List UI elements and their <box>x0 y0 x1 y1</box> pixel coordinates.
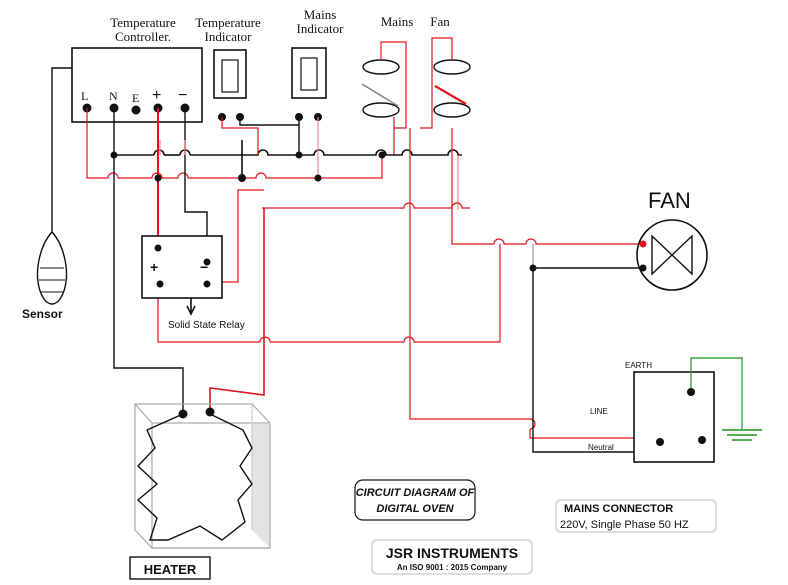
fan-switch: Fan <box>420 14 471 129</box>
fan-blades <box>651 234 693 276</box>
terminal-l-label: L <box>81 89 88 103</box>
mains-connector-spec: 220V, Single Phase 50 HZ <box>560 519 689 531</box>
sensor: Sensor <box>22 67 72 321</box>
fan-switch-lever <box>434 85 467 105</box>
heater-label: HEATER <box>144 562 197 577</box>
mains-indicator-label-line1: Mains <box>304 7 337 22</box>
mains-switch-label: Mains <box>381 14 414 29</box>
temp-indicator-label-line2: Indicator <box>205 29 253 44</box>
sensor-label: Sensor <box>22 307 63 321</box>
temperature-controller: Temperature Controller. L N E + − <box>71 15 203 123</box>
mains-connector-box <box>633 371 715 463</box>
heater-label-box <box>129 556 211 580</box>
fan-motor: FAN <box>636 188 708 291</box>
terminal-n-label: N <box>109 89 118 103</box>
diagram-title-line2: DIGITAL OVEN <box>376 503 454 515</box>
fan-switch-contact <box>433 102 471 118</box>
title-block: CIRCUIT DIAGRAM OF DIGITAL OVEN MAINS CO… <box>354 479 717 575</box>
earth-wire <box>690 357 743 430</box>
mains-indicator: Mains Indicator <box>291 7 345 121</box>
sensor-wire <box>51 67 72 232</box>
terminal-plus-label: + <box>152 87 161 104</box>
neutral-label: Neutral <box>588 443 614 452</box>
diagram-title-line1: CIRCUIT DIAGRAM OF <box>356 487 475 499</box>
terminal-minus-label: − <box>178 87 187 104</box>
line-label: LINE <box>590 407 608 416</box>
fan-switch-lamp <box>433 59 471 75</box>
mains-connector-spec-box <box>555 499 717 533</box>
solid-state-relay: + − Solid State Relay <box>141 235 245 331</box>
terminal-e <box>131 105 141 115</box>
diagram-title-box <box>354 479 476 521</box>
mains-connector-block: EARTH LINE Neutral <box>588 357 762 463</box>
mains-switch: Mains <box>361 14 414 155</box>
company-box <box>371 539 533 575</box>
controller-label-line2: Controller. <box>115 29 171 44</box>
company-tagline: An ISO 9001 : 2015 Company <box>397 563 508 572</box>
ssr-minus-label: − <box>200 259 208 275</box>
heater: HEATER <box>129 403 271 580</box>
company-name: JSR INSTRUMENTS <box>386 545 518 561</box>
earth-label: EARTH <box>625 361 652 370</box>
mains-switch-contact <box>362 102 400 118</box>
mains-switch-lamp <box>362 59 400 75</box>
mains-indicator-label-line2: Indicator <box>297 21 345 36</box>
mains-switch-lever <box>361 83 399 107</box>
wiring <box>86 108 701 453</box>
fan-label: FAN <box>648 188 691 213</box>
controller-label-line1: Temperature <box>110 15 176 30</box>
ssr-label: Solid State Relay <box>168 320 245 331</box>
terminal-e-label: E <box>132 91 139 105</box>
junctions <box>110 151 537 272</box>
heater-element <box>136 413 253 541</box>
fan-switch-label: Fan <box>430 14 450 29</box>
ssr-plus-label: + <box>150 259 158 275</box>
temp-indicator-label-line1: Temperature <box>195 15 261 30</box>
mains-connector-title: MAINS CONNECTOR <box>564 503 673 515</box>
temperature-indicator: Temperature Indicator <box>195 15 261 121</box>
